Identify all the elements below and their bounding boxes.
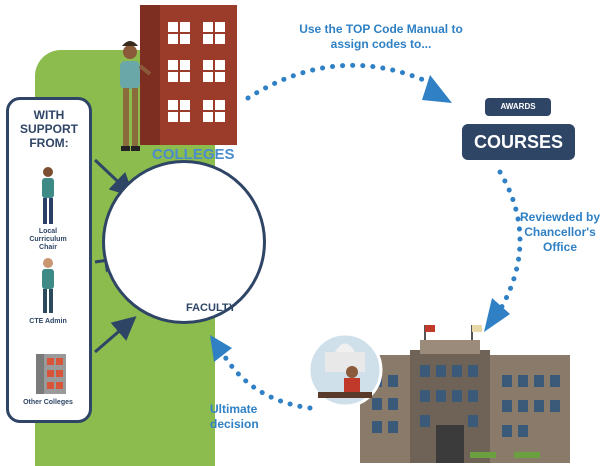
- cte-admin-label: CTE Admin: [29, 318, 67, 325]
- chancellor-office-building-icon: [360, 325, 570, 463]
- chancellor-staff-circle-icon: [307, 332, 383, 408]
- faculty-label: FACULTY: [186, 302, 236, 314]
- courses-badge: COURSES: [462, 124, 575, 160]
- curriculum-chair-label: Local Curriculum Chair: [29, 228, 67, 251]
- cte-admin-figure-icon: [42, 258, 54, 313]
- faculty-circle: [102, 160, 266, 324]
- awards-badge: AWARDS: [485, 98, 551, 116]
- support-arrow-bottom: [94, 316, 137, 354]
- other-colleges-building-icon: [36, 354, 66, 394]
- support-title: WITH SUPPORT FROM:: [19, 108, 78, 150]
- arrowhead-to-faculty: [210, 335, 232, 362]
- dotted-arrow-to-courses: [245, 62, 438, 101]
- review-text: Reviewded by Chancellor's Office: [519, 210, 601, 254]
- arrowhead-to-chancellor: [484, 298, 510, 332]
- other-colleges-label: Other Colleges: [23, 399, 73, 406]
- dotted-arrow-to-chancellor: [497, 169, 523, 313]
- colleges-label: COLLEGES: [152, 146, 235, 163]
- decision-text: Ultimate decision: [210, 402, 259, 431]
- dotted-arrow-to-faculty: [219, 349, 313, 411]
- arrowhead-to-courses: [422, 75, 452, 103]
- college-person-icon: [120, 41, 152, 151]
- college-building-icon: [140, 5, 237, 145]
- top-code-instruction: Use the TOP Code Manual to assign codes …: [299, 22, 463, 51]
- curriculum-chair-figure-icon: [42, 167, 54, 224]
